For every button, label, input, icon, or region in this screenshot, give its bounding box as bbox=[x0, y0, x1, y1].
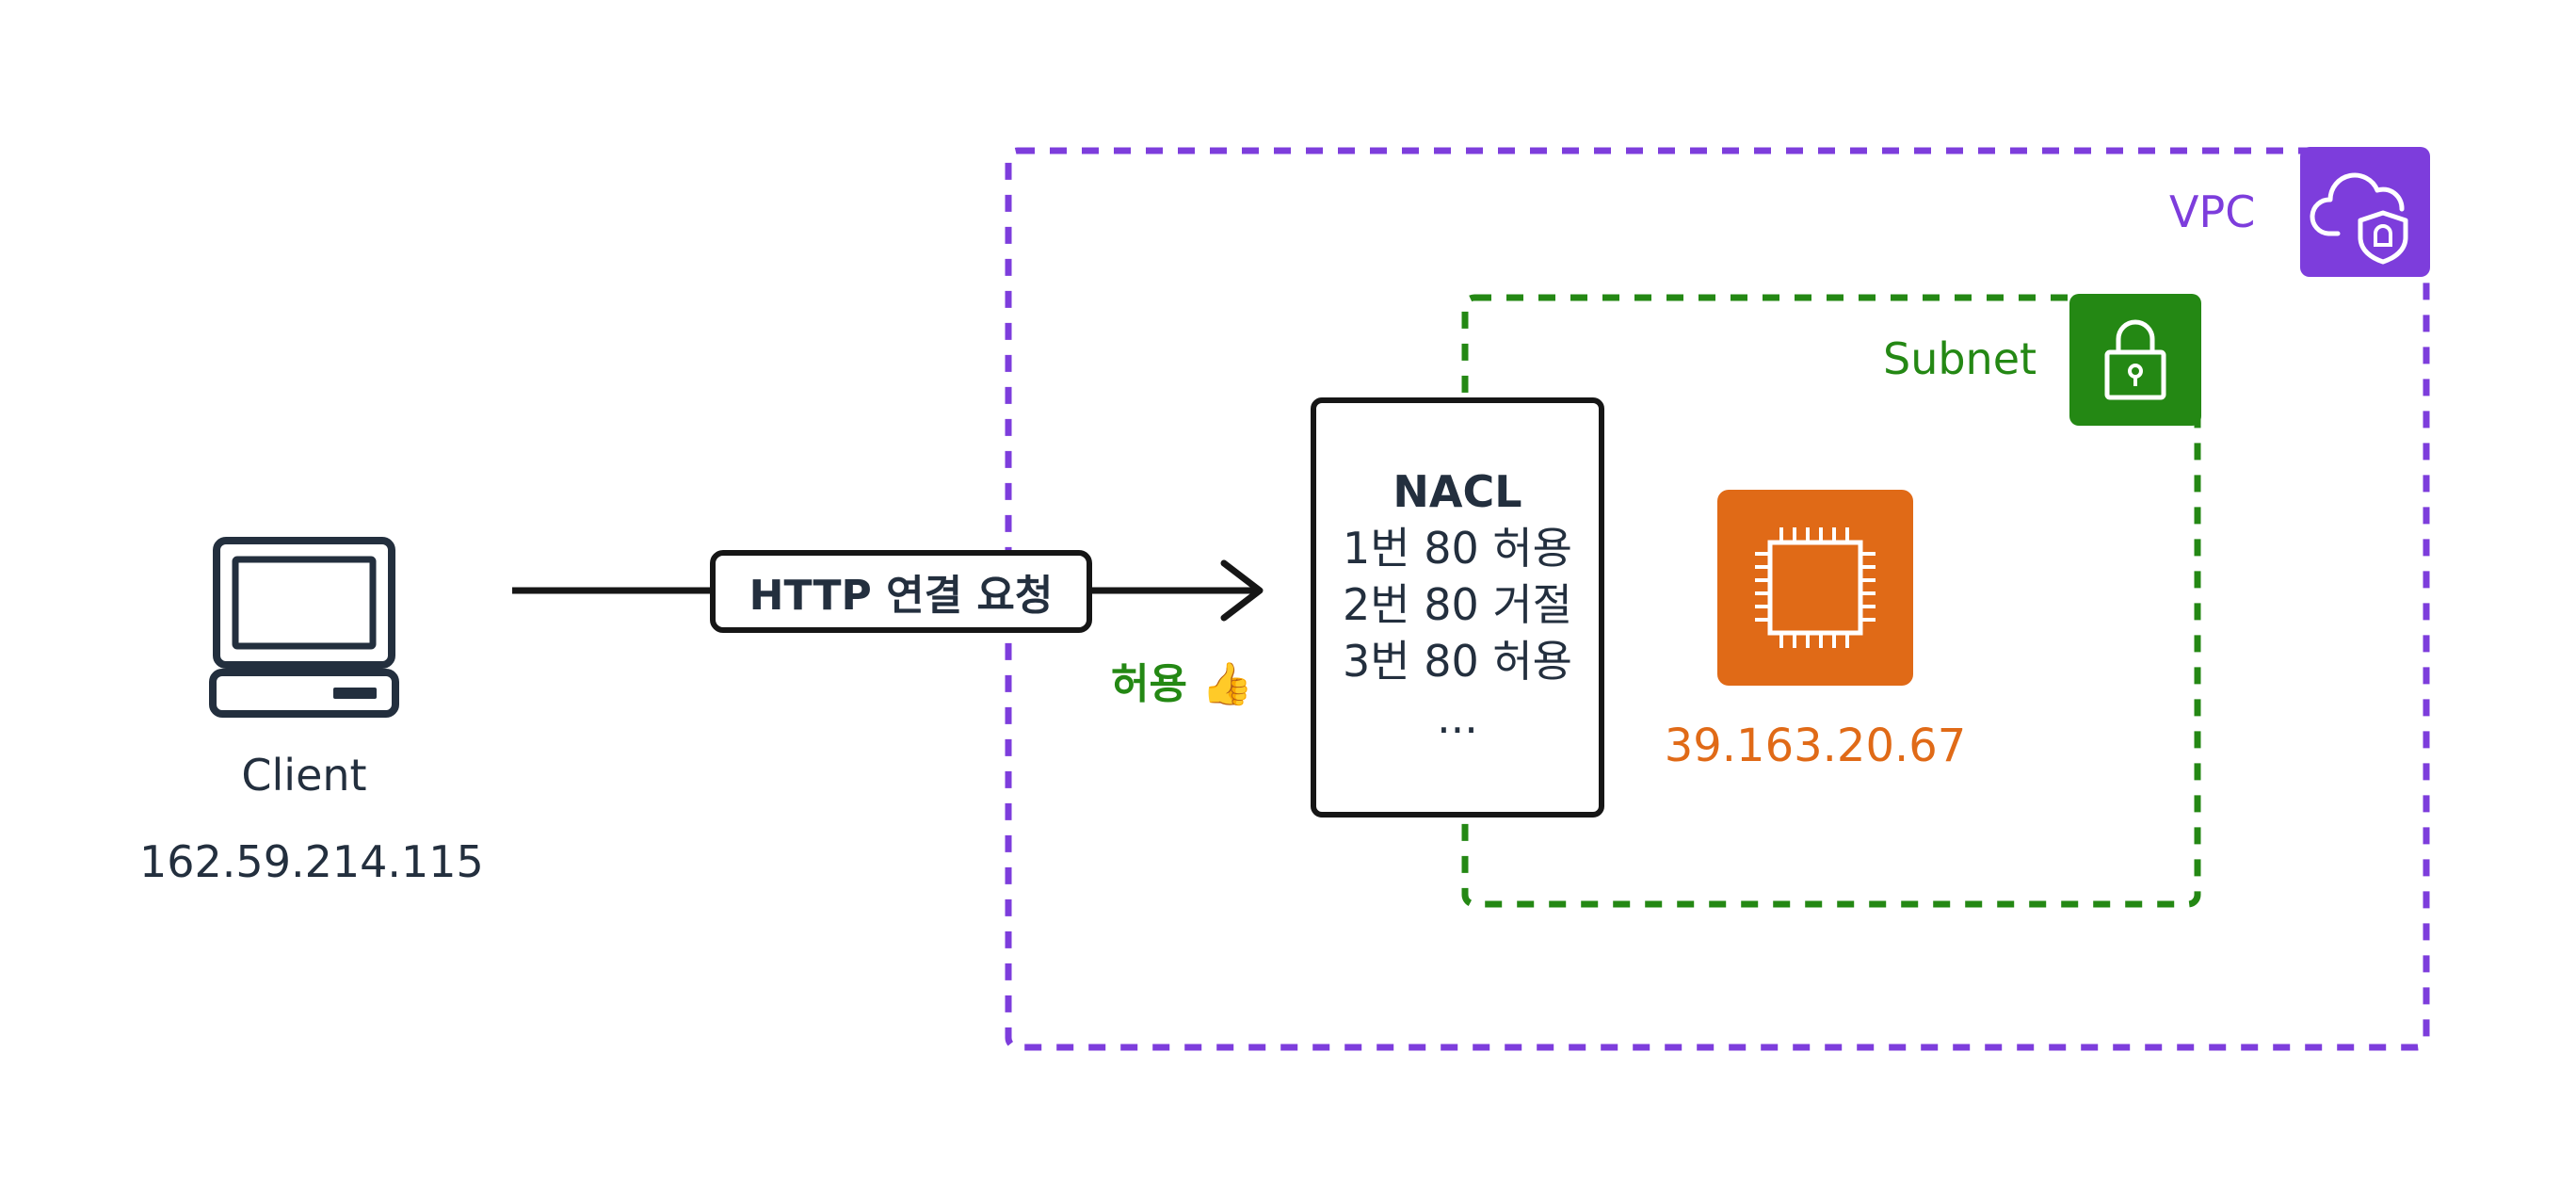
thumbs-up-icon: 👍 bbox=[1201, 660, 1254, 708]
ec2-chip-icon bbox=[1755, 527, 1876, 648]
client-label: Client bbox=[241, 750, 367, 801]
nacl-more: ... bbox=[1437, 692, 1478, 743]
nacl-rule: 3번 80 허용 bbox=[1342, 636, 1572, 687]
http-request-text: HTTP 연결 요청 bbox=[749, 572, 1054, 620]
allow-result-text: 허용 bbox=[1111, 660, 1187, 708]
cloud-shield-icon bbox=[2310, 172, 2408, 265]
instance-ip: 39.163.20.67 bbox=[1664, 720, 1967, 772]
client-ip: 162.59.214.115 bbox=[139, 836, 484, 887]
subnet-badge bbox=[2069, 294, 2201, 426]
desktop-computer-icon bbox=[209, 537, 399, 718]
ec2-instance bbox=[1717, 490, 1913, 686]
vpc-badge bbox=[2300, 147, 2430, 277]
subnet-label: Subnet bbox=[1883, 333, 2037, 384]
nacl-rule: 1번 80 허용 bbox=[1342, 523, 1572, 574]
nacl-title: NACL bbox=[1393, 466, 1522, 517]
padlock-icon bbox=[2104, 319, 2166, 400]
allow-result: 허용 👍 bbox=[1111, 650, 1253, 710]
nacl-rule: 2번 80 거절 bbox=[1342, 579, 1572, 630]
http-request-label: HTTP 연결 요청 bbox=[710, 550, 1092, 633]
request-arrow-head bbox=[1220, 559, 1264, 622]
nacl-rules: NACL 1번 80 허용 2번 80 거절 3번 80 허용 ... bbox=[1311, 463, 1604, 746]
vpc-label: VPC bbox=[2169, 186, 2256, 237]
nacl-box bbox=[1311, 397, 1604, 818]
